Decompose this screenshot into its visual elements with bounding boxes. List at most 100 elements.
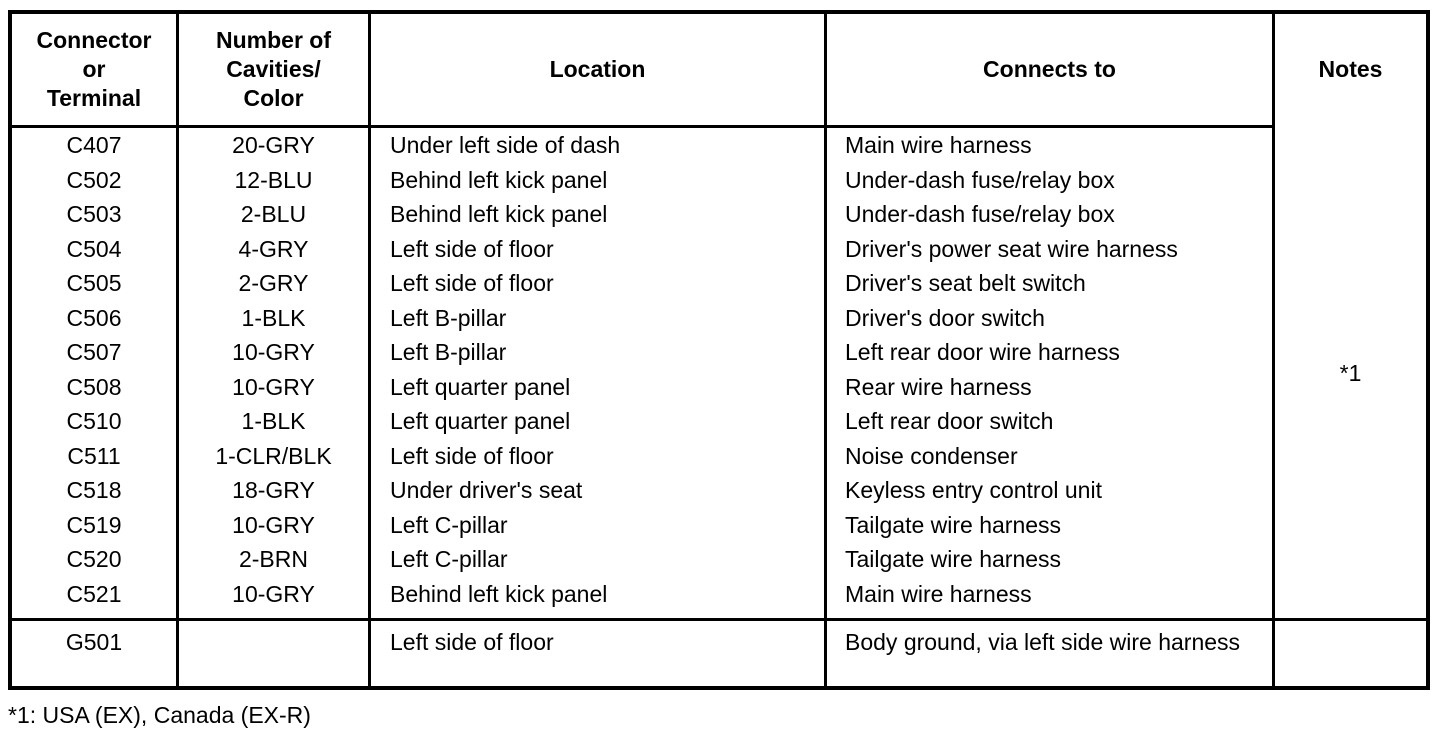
header-line: Connects to — [983, 56, 1116, 82]
column-divider-1 — [176, 14, 179, 686]
cell-location: Left quarter panel — [390, 373, 571, 400]
header-line: Cavities/ — [226, 56, 321, 82]
table-row: C520 2-BRN Left C-pillar Tailgate wire harn… — [12, 542, 1426, 577]
column-header-location: Location — [371, 14, 824, 125]
cell-location: Behind left kick panel — [390, 580, 608, 607]
cell-cavities-color: 1-CLR/BLK — [215, 442, 332, 469]
header-line: Number of — [216, 27, 331, 53]
cell-terminal: C518 — [66, 477, 122, 503]
column-header-notes: Notes — [1275, 14, 1426, 125]
header-line: Notes — [1318, 56, 1383, 82]
ground-block-top-rule — [12, 618, 1426, 621]
cell-terminal: C503 — [66, 201, 122, 227]
cell-cavities-color: 1-BLK — [241, 408, 306, 434]
ground-connects-to-cell: Body ground, via left side wire harness — [845, 629, 1241, 655]
cell-location: Behind left kick panel — [390, 166, 608, 193]
cell-location: Left C-pillar — [390, 546, 508, 572]
cell-location: Left C-pillar — [390, 511, 508, 538]
cell-connects-to: Driver's power seat wire harness — [845, 235, 1178, 262]
header-line: or — [82, 56, 106, 82]
cell-cavities-color: 10-GRY — [232, 511, 315, 538]
cell-terminal: C510 — [66, 408, 122, 434]
cell-connects-to: Driver's door switch — [845, 304, 1045, 331]
table-row: C518 18-GRY Under driver's seat Keyless ent… — [12, 473, 1426, 508]
cell-location: Under left side of dash — [390, 132, 621, 158]
table-row: C519 10-GRY Left C-pillar Tailgate wire har… — [12, 508, 1426, 543]
cell-cavities-color: 4-GRY — [238, 235, 309, 262]
cell-location: Left side of floor — [390, 270, 554, 296]
cell-terminal: C521 — [66, 580, 122, 607]
cell-location: Under driver's seat — [390, 477, 583, 503]
ground-terminal-cell: G501 — [65, 629, 123, 655]
cell-connects-to: Main wire harness — [845, 132, 1032, 158]
table-row: C504 4-GRY Left side of floor Driver's powe… — [12, 232, 1426, 267]
cell-connects-to: Under-dash fuse/relay box — [845, 201, 1115, 227]
cell-location: Behind left kick panel — [390, 201, 608, 227]
cell-location: Left side of floor — [390, 235, 554, 262]
header-bottom-rule — [12, 125, 1275, 128]
cell-connects-to: Tailgate wire harness — [845, 511, 1062, 538]
cell-cavities-color: 2-BLU — [240, 201, 307, 227]
cell-connects-to: Main wire harness — [845, 580, 1032, 607]
header-line: Color — [243, 85, 304, 111]
table-row: C505 2-GRY Left side of floor Driver's seat… — [12, 266, 1426, 301]
cell-cavities-color: 10-GRY — [232, 373, 315, 400]
table-row: C506 1-BLK Left B-pillar Driver's door swit… — [12, 301, 1426, 336]
table-row: C502 12-BLU Behind left kick panel Under-da… — [12, 163, 1426, 198]
ground-location-cell: Left side of floor — [390, 629, 554, 655]
cell-cavities-color: 12-BLU — [234, 166, 313, 193]
column-header-connector-or-terminal: Connector or Terminal — [12, 14, 176, 125]
cell-cavities-color: 10-GRY — [232, 339, 315, 365]
cell-terminal: C520 — [66, 546, 122, 572]
header-line: Location — [549, 56, 646, 82]
cell-cavities-color: 20-GRY — [232, 132, 315, 158]
cell-cavities-color: 10-GRY — [232, 580, 315, 607]
cell-terminal: C504 — [66, 235, 122, 262]
cell-connects-to: Under-dash fuse/relay box — [845, 166, 1115, 193]
footnote-text: *1: USA (EX), Canada (EX-R) — [8, 702, 311, 728]
ground-row: G501 Left side of floor Body ground, via… — [12, 621, 1426, 687]
cell-terminal: C511 — [67, 442, 121, 469]
column-divider-2 — [368, 14, 371, 686]
table-row: C521 10-GRY Behind left kick panel Main wir… — [12, 577, 1426, 612]
cell-connects-to: Tailgate wire harness — [845, 546, 1062, 572]
cell-location: Left side of floor — [390, 442, 554, 469]
table-row: C507 10-GRY Left B-pillar Left rear door wi… — [12, 335, 1426, 370]
column-header-number-of-cavities-color: Number of Cavities/ Color — [179, 14, 368, 125]
cell-connects-to: Noise condenser — [845, 442, 1018, 469]
cell-terminal: C502 — [66, 166, 122, 193]
column-divider-3 — [824, 14, 827, 686]
cell-terminal: C407 — [66, 132, 122, 158]
header-line: Connector — [36, 27, 152, 53]
cell-connects-to: Driver's seat belt switch — [845, 270, 1086, 296]
cell-terminal: C508 — [66, 373, 122, 400]
cell-cavities-color: 1-BLK — [241, 304, 306, 331]
cell-terminal: C506 — [66, 304, 122, 331]
table-row: C407 20-GRY Under left side of dash Main wi… — [12, 128, 1426, 163]
cell-location: Left B-pillar — [390, 339, 507, 365]
note-marker: *1 — [1339, 359, 1362, 386]
cell-connects-to: Rear wire harness — [845, 373, 1032, 400]
table-row: C511 1-CLR/BLK Left side of floor Noise con… — [12, 439, 1426, 474]
cell-location: Left B-pillar — [390, 304, 507, 331]
cell-connects-to: Left rear door wire harness — [845, 339, 1120, 365]
table-row: C508 10-GRY Left quarter panel Rear wire ha… — [12, 370, 1426, 405]
cell-connects-to: Keyless entry control unit — [845, 477, 1102, 503]
header-line: Terminal — [46, 85, 142, 111]
table-header-row: Connector or Terminal Number of Cavities… — [12, 14, 1426, 125]
cell-location: Left quarter panel — [390, 408, 571, 434]
cell-cavities-color: 18-GRY — [232, 477, 315, 503]
cell-connects-to: Left rear door switch — [845, 408, 1054, 434]
cell-cavities-color: 2-GRY — [238, 270, 309, 296]
cell-cavities-color: 2-BRN — [238, 546, 308, 572]
cell-terminal: C519 — [66, 511, 122, 538]
column-divider-4 — [1272, 14, 1275, 686]
cell-terminal: C505 — [66, 270, 122, 296]
notes-cell-merged: *1 — [1275, 128, 1426, 618]
table-row: C510 1-BLK Left quarter panel Left rear doo… — [12, 404, 1426, 439]
cell-terminal: C507 — [66, 339, 122, 365]
connector-location-table: Connector or Terminal Number of Cavities… — [8, 10, 1430, 690]
table-row: C503 2-BLU Behind left kick panel Under-das… — [12, 197, 1426, 232]
